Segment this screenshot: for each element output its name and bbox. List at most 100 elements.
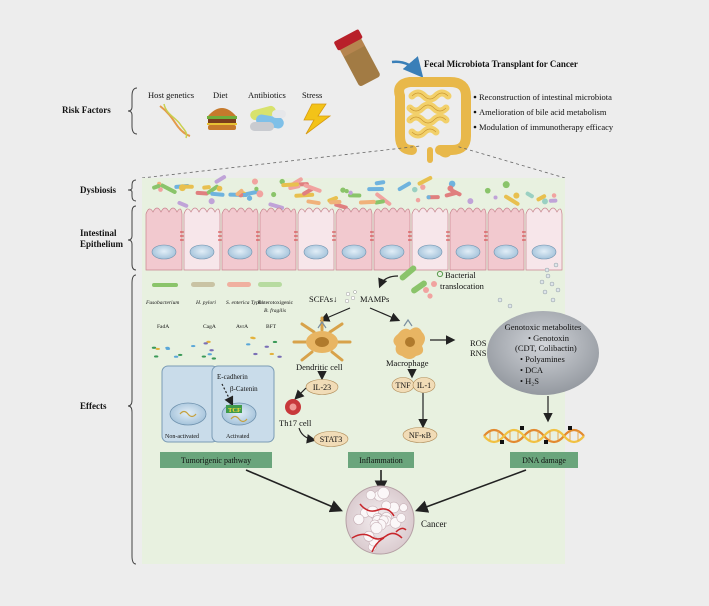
metabolite-particle (545, 273, 551, 279)
bacterium-icon (178, 184, 186, 192)
non-activated-label: Non-activated (165, 434, 199, 440)
bacterium-icon (548, 198, 558, 203)
translocation-arrow (378, 275, 399, 289)
immune-section: SCFAs↓ MAMPs Bacterial translocation (279, 265, 487, 468)
bacterium-icon (417, 175, 433, 186)
bacterium-icon (551, 193, 557, 198)
metabolite-particle (507, 303, 513, 309)
bacterium-icon (367, 186, 384, 192)
risk-stress: Stress (302, 90, 322, 100)
cell-nucleus (379, 244, 405, 260)
mamps-label: MAMPs (360, 294, 389, 304)
toxin-particle (209, 349, 214, 352)
arrow-il23-to-th17 (294, 387, 307, 400)
bacterium-icon (493, 195, 498, 200)
inflammation-label: Inflammation (359, 456, 403, 465)
mamp-particles (344, 290, 357, 304)
toxin-particle (272, 340, 278, 344)
bacterium-icon (210, 191, 225, 197)
toxin-fada: FadA (157, 324, 169, 330)
bacterium-icon (340, 187, 346, 193)
zoom-line-right (455, 145, 566, 179)
risk-diet: Diet (213, 90, 228, 100)
dysbiosis-bracket (127, 179, 137, 202)
bacterium-b-fragilis: B. fragilis (264, 307, 286, 314)
nfkb-label: NF-κB (409, 431, 431, 440)
intestine-icon (394, 77, 471, 163)
risk-factors-label: Risk Factors (62, 105, 111, 115)
cell-nucleus (265, 244, 291, 260)
epithelial-cells (145, 207, 563, 271)
toxin-particle (246, 343, 251, 346)
bacterium-icon (426, 195, 431, 200)
cell-nucleus (417, 244, 443, 260)
cell-nucleus (531, 244, 557, 260)
genotoxic-section: Genotoxic metabolites • Genotoxin (CDT, … (483, 262, 599, 468)
toxin-bft: BFT (266, 324, 277, 330)
epithelial-cell (297, 207, 335, 271)
cell-nucleus (493, 244, 519, 260)
tumor-cell (381, 500, 392, 511)
bacterium-icon (412, 186, 418, 193)
risk-antibiotics: Antibiotics (248, 90, 286, 100)
stool-jar-icon (334, 29, 380, 87)
metabolite-particles (497, 262, 561, 309)
tumorigenic-label: Tumorigenic pathway (181, 456, 251, 465)
bullet-dot (473, 110, 477, 114)
th17-cell-icon (285, 399, 301, 415)
bacterium-icon (542, 198, 548, 205)
bacterium-icon (504, 194, 520, 206)
bacterium-icon (306, 199, 321, 206)
epithelium-label-1: Intestinal (80, 228, 117, 238)
toxin-particle (165, 346, 170, 349)
macrophage-icon (393, 318, 425, 359)
epithelial-cell (525, 207, 563, 271)
genotoxic-item-4: • DCA (520, 365, 544, 375)
metabolite-particle (553, 262, 559, 268)
toxin-particle (155, 347, 160, 351)
tumor-cell (399, 503, 408, 512)
metabolite-particle (549, 281, 555, 287)
inflammation-box (348, 452, 414, 468)
bacterium-icon (444, 191, 457, 198)
bacterium-icon (160, 183, 177, 194)
toxin-particle (211, 357, 217, 360)
bacterium-icon (279, 178, 285, 185)
b-catenin-label: β-Catenin (230, 385, 258, 393)
epithelial-cell (183, 207, 221, 271)
bacterium-icon (235, 188, 244, 197)
tumor-cell (377, 487, 390, 500)
bacterium-icon (303, 183, 322, 193)
bacterium-icon (334, 202, 348, 210)
cancer-tumor-icon (345, 485, 415, 555)
bacterium-icon (251, 178, 259, 185)
toxin-particle (151, 346, 157, 349)
metabolite-particle (555, 287, 561, 293)
tumorigenic-box (160, 452, 272, 468)
toxin-particle (203, 342, 208, 345)
il23-oval (305, 379, 339, 395)
bacterium-icon (344, 188, 349, 194)
bacterium-icon (397, 181, 412, 192)
bacterium-icon (152, 184, 161, 190)
tumor-cell (370, 522, 383, 535)
bacteria-small-icons (152, 282, 282, 287)
bacterium-icon (202, 185, 211, 190)
bacterium-icon (415, 197, 421, 203)
translocation-label-1: Bacterial (445, 270, 476, 280)
cell-nucleus (227, 244, 253, 260)
toxin-particle (206, 340, 211, 343)
bacterium-icon (525, 191, 534, 199)
translocated-bacteria (399, 265, 444, 299)
fmt-bullet-1: Reconstruction of intestinal microbiota (479, 92, 612, 102)
tumor-cell (353, 513, 365, 525)
bacterium-icon (206, 184, 219, 195)
dendritic-cell-label: Dendritic cell (296, 362, 343, 372)
toxin-particle (173, 355, 179, 358)
bacterium-icon (177, 200, 189, 208)
fmt-bullet-3: Modulation of immunotherapy efficacy (479, 122, 614, 132)
lightning-icon (303, 103, 332, 135)
dysbiosis-bacteria (152, 175, 558, 210)
epithelial-cell (449, 207, 487, 271)
cell-nucleus (455, 244, 481, 260)
